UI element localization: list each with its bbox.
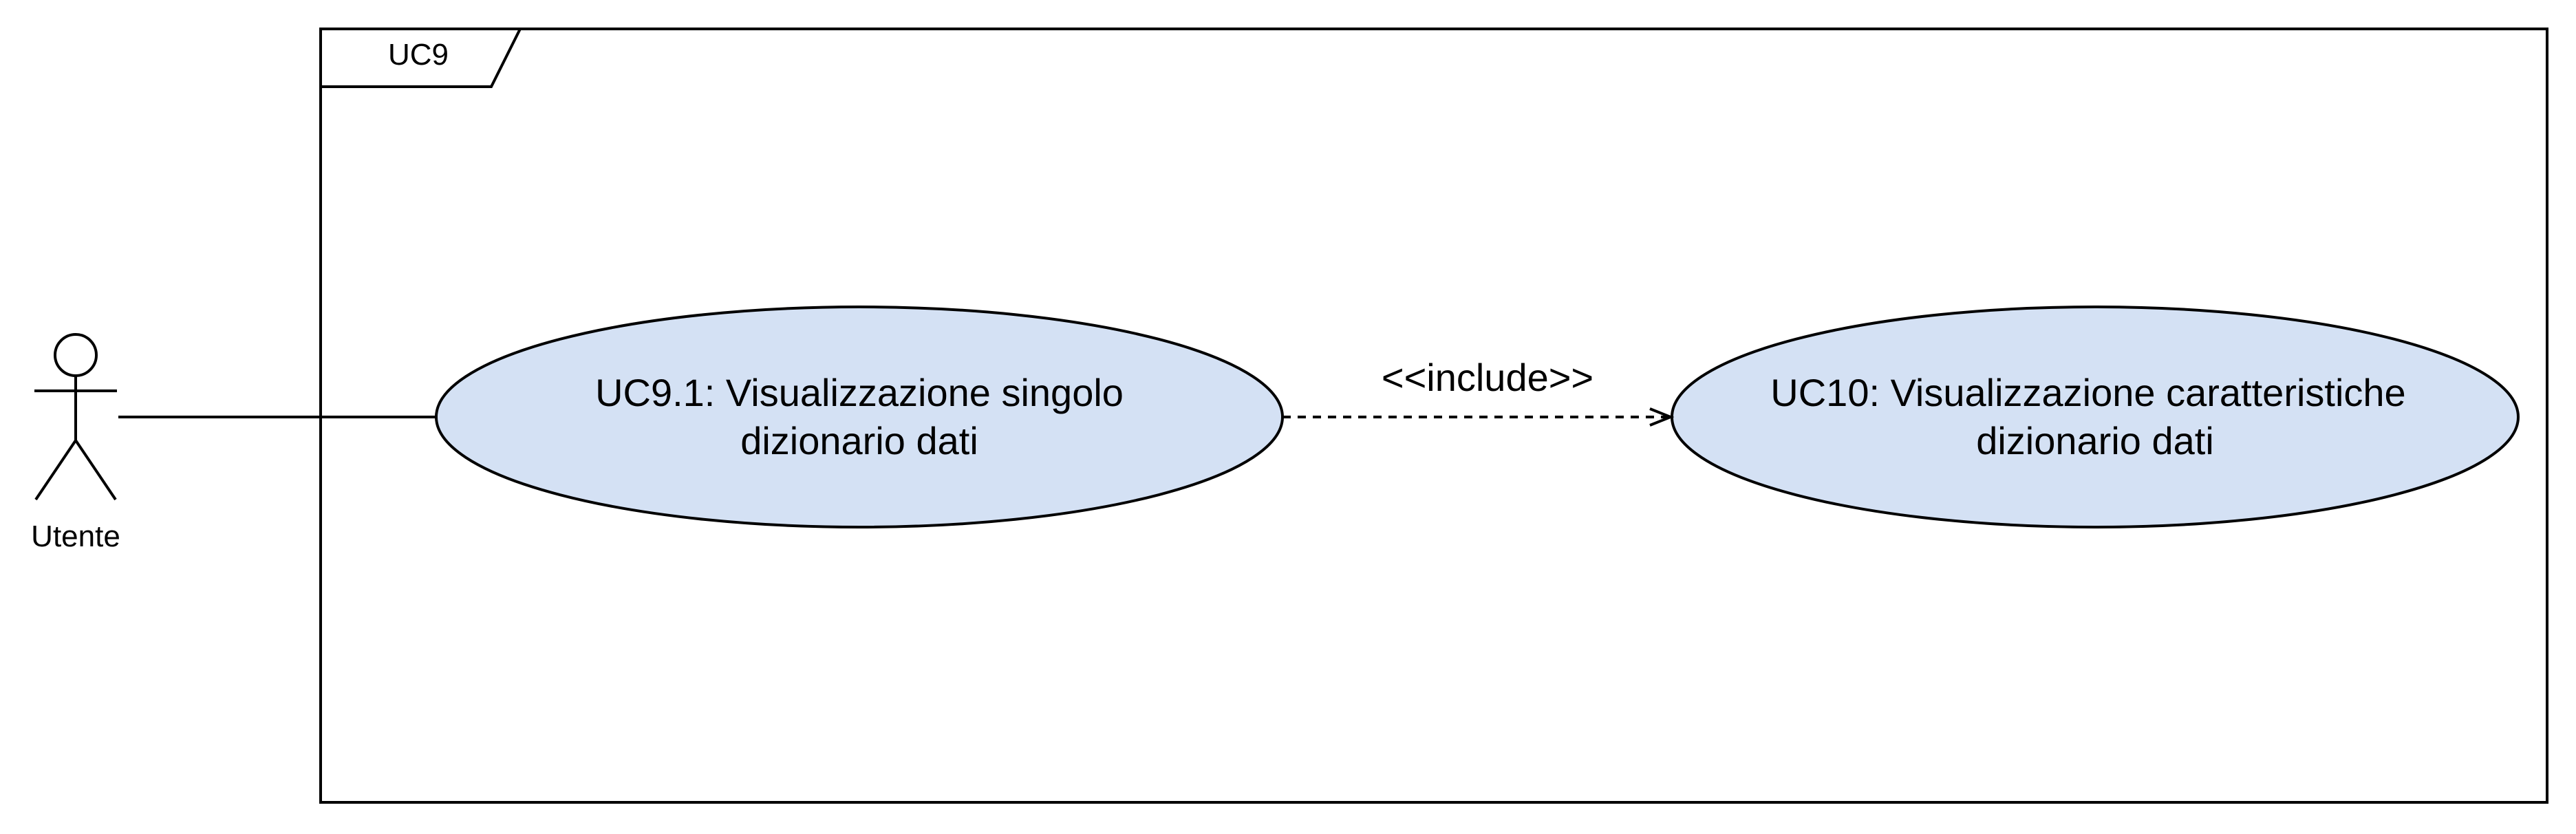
use-case-ellipse bbox=[435, 306, 1284, 528]
include-label: <<include>> bbox=[1382, 356, 1593, 399]
use-case-uc9-1[interactable]: UC9.1: Visualizzazione singolo dizionari… bbox=[435, 306, 1284, 528]
actor-left-leg bbox=[34, 439, 77, 501]
use-case-ellipse bbox=[1671, 306, 2520, 528]
actor-utente[interactable]: Utente bbox=[31, 333, 120, 553]
use-case-title-line1: UC9.1: Visualizzazione singolo bbox=[595, 371, 1124, 414]
include-arrowhead bbox=[1649, 407, 1675, 427]
use-case-title-line2: dizionario dati bbox=[740, 419, 978, 462]
use-case-uc10[interactable]: UC10: Visualizzazione caratteristiche di… bbox=[1671, 306, 2520, 528]
use-case-title-line2: dizionario dati bbox=[1976, 419, 2214, 462]
actor-right-leg bbox=[74, 439, 117, 501]
actor-head bbox=[54, 333, 98, 377]
frame-label-tab bbox=[321, 28, 522, 88]
use-case-title-line1: UC10: Visualizzazione caratteristiche bbox=[1770, 371, 2405, 414]
include-relationship: <<include>> bbox=[1282, 356, 1675, 427]
actor-name: Utente bbox=[31, 520, 120, 553]
frame-label: UC9 bbox=[388, 38, 449, 72]
